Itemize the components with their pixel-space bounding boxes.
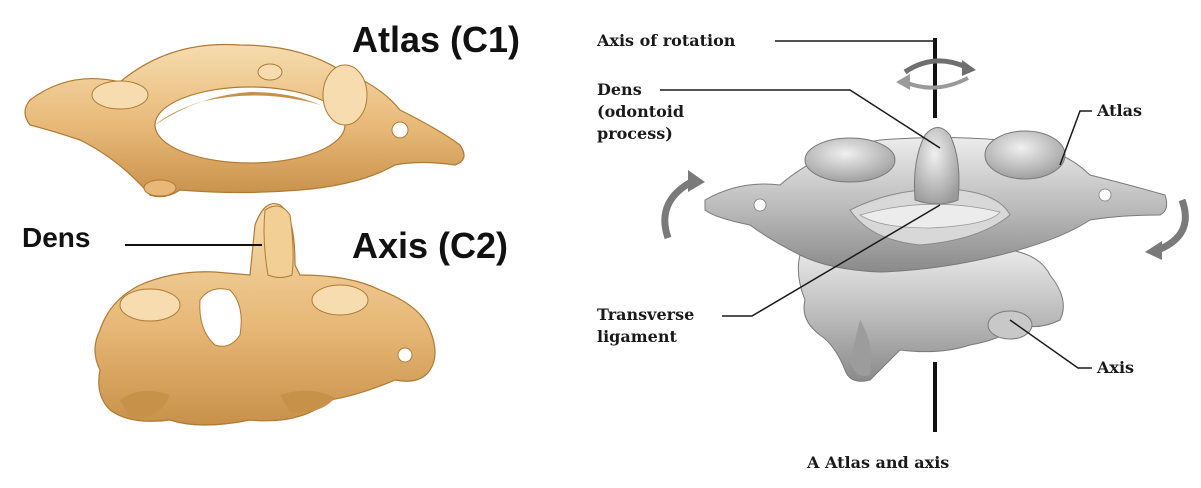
atlas-axis-illustration xyxy=(704,127,1168,382)
transverse-ligament-label: Transverse ligament xyxy=(597,304,694,348)
atlas-c1-label: Atlas (C1) xyxy=(352,19,521,60)
dens-odontoid-label: Dens (odontoid process) xyxy=(597,79,684,145)
rotation-arrow-left xyxy=(661,170,705,240)
dens-label-left: Dens xyxy=(22,222,91,253)
axis-leader-line-right xyxy=(1009,319,1092,369)
transverse-ligament-leader-line xyxy=(722,204,941,317)
dens-leader-line-right xyxy=(660,89,941,149)
atlas-c1-illustration xyxy=(24,43,465,198)
rotation-arrow-right xyxy=(1145,198,1189,260)
transverse-label-line1: Transverse xyxy=(597,305,695,324)
figure-caption: A Atlas and axis xyxy=(807,453,950,472)
dens-label-line3: process) xyxy=(597,124,673,143)
axis-of-rotation-label: Axis of rotation xyxy=(597,31,736,50)
atlas-label-right: Atlas xyxy=(1097,101,1142,120)
atlas-leader-line-right xyxy=(1059,110,1092,166)
rotation-arrow-top xyxy=(896,58,976,90)
dens-label-line2: (odontoid xyxy=(597,102,685,121)
axis-c2-label: Axis (C2) xyxy=(352,225,509,266)
axis-label-right: Axis xyxy=(1097,358,1135,377)
transverse-label-line2: ligament xyxy=(597,327,677,346)
dens-label-line1: Dens xyxy=(597,80,642,99)
axis-c2-illustration xyxy=(94,203,436,426)
